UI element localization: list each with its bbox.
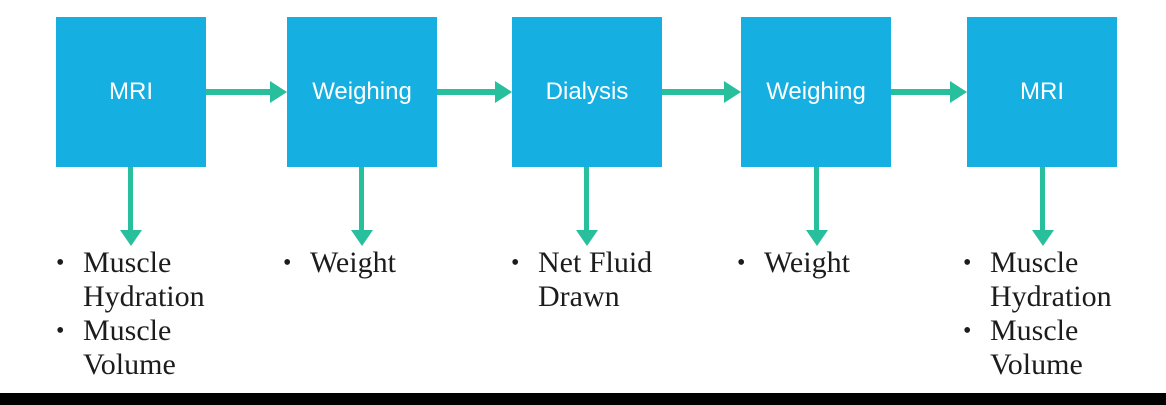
arrow-head — [724, 81, 741, 103]
arrow-head — [351, 230, 373, 246]
step-label: Weighing — [312, 78, 412, 105]
step-label: Weighing — [766, 78, 866, 105]
arrow-shaft — [584, 167, 589, 230]
arrow-head — [576, 230, 598, 246]
list-item: • Muscle Hydration — [56, 246, 223, 314]
step-box-mri-post: MRI — [967, 17, 1117, 167]
list-item: • Muscle Volume — [56, 314, 223, 382]
arrow-shaft — [891, 89, 951, 95]
arrow-head — [950, 81, 967, 103]
output-item: Muscle Hydration — [990, 246, 1112, 313]
arrow-head — [1032, 230, 1054, 246]
output-list-weighing-post: • Weight — [737, 246, 904, 280]
bullet-icon: • — [56, 318, 65, 344]
list-item: • Net Fluid Drawn — [511, 246, 678, 314]
arrow-shaft — [662, 89, 725, 95]
arrow-shaft — [437, 89, 496, 95]
arrow-shaft — [1040, 167, 1045, 230]
bullet-icon: • — [511, 250, 520, 276]
step-box-weighing-pre: Weighing — [287, 17, 437, 167]
output-item: Muscle Volume — [990, 314, 1083, 381]
list-item: • Weight — [737, 246, 904, 280]
arrow-shaft — [206, 89, 271, 95]
output-item: Muscle Volume — [83, 314, 176, 381]
arrow-shaft — [128, 167, 133, 230]
arrow-head — [270, 81, 287, 103]
arrow-shaft — [814, 167, 819, 230]
output-list-dialysis: • Net Fluid Drawn — [511, 246, 678, 314]
step-label: MRI — [109, 78, 153, 105]
list-item: • Muscle Hydration — [963, 246, 1130, 314]
step-box-mri-pre: MRI — [56, 17, 206, 167]
step-box-weighing-post: Weighing — [741, 17, 891, 167]
list-item: • Muscle Volume — [963, 314, 1130, 382]
output-item: Weight — [310, 246, 396, 279]
arrow-head — [120, 230, 142, 246]
step-box-dialysis: Dialysis — [512, 17, 662, 167]
bullet-icon: • — [283, 250, 292, 276]
bullet-icon: • — [737, 250, 746, 276]
bullet-icon: • — [963, 250, 972, 276]
output-item: Net Fluid Drawn — [538, 246, 653, 313]
output-list-mri-post: • Muscle Hydration • Muscle Volume — [963, 246, 1130, 382]
list-item: • Weight — [283, 246, 450, 280]
output-list-mri-pre: • Muscle Hydration • Muscle Volume — [56, 246, 223, 382]
output-list-weighing-pre: • Weight — [283, 246, 450, 280]
bullet-icon: • — [963, 318, 972, 344]
footer-bar — [0, 393, 1166, 405]
output-item: Muscle Hydration — [83, 246, 205, 313]
bullet-icon: • — [56, 250, 65, 276]
arrow-head — [806, 230, 828, 246]
arrow-head — [495, 81, 512, 103]
step-label: Dialysis — [545, 78, 629, 105]
arrow-shaft — [359, 167, 364, 230]
step-label: MRI — [1020, 78, 1064, 105]
output-item: Weight — [764, 246, 850, 279]
